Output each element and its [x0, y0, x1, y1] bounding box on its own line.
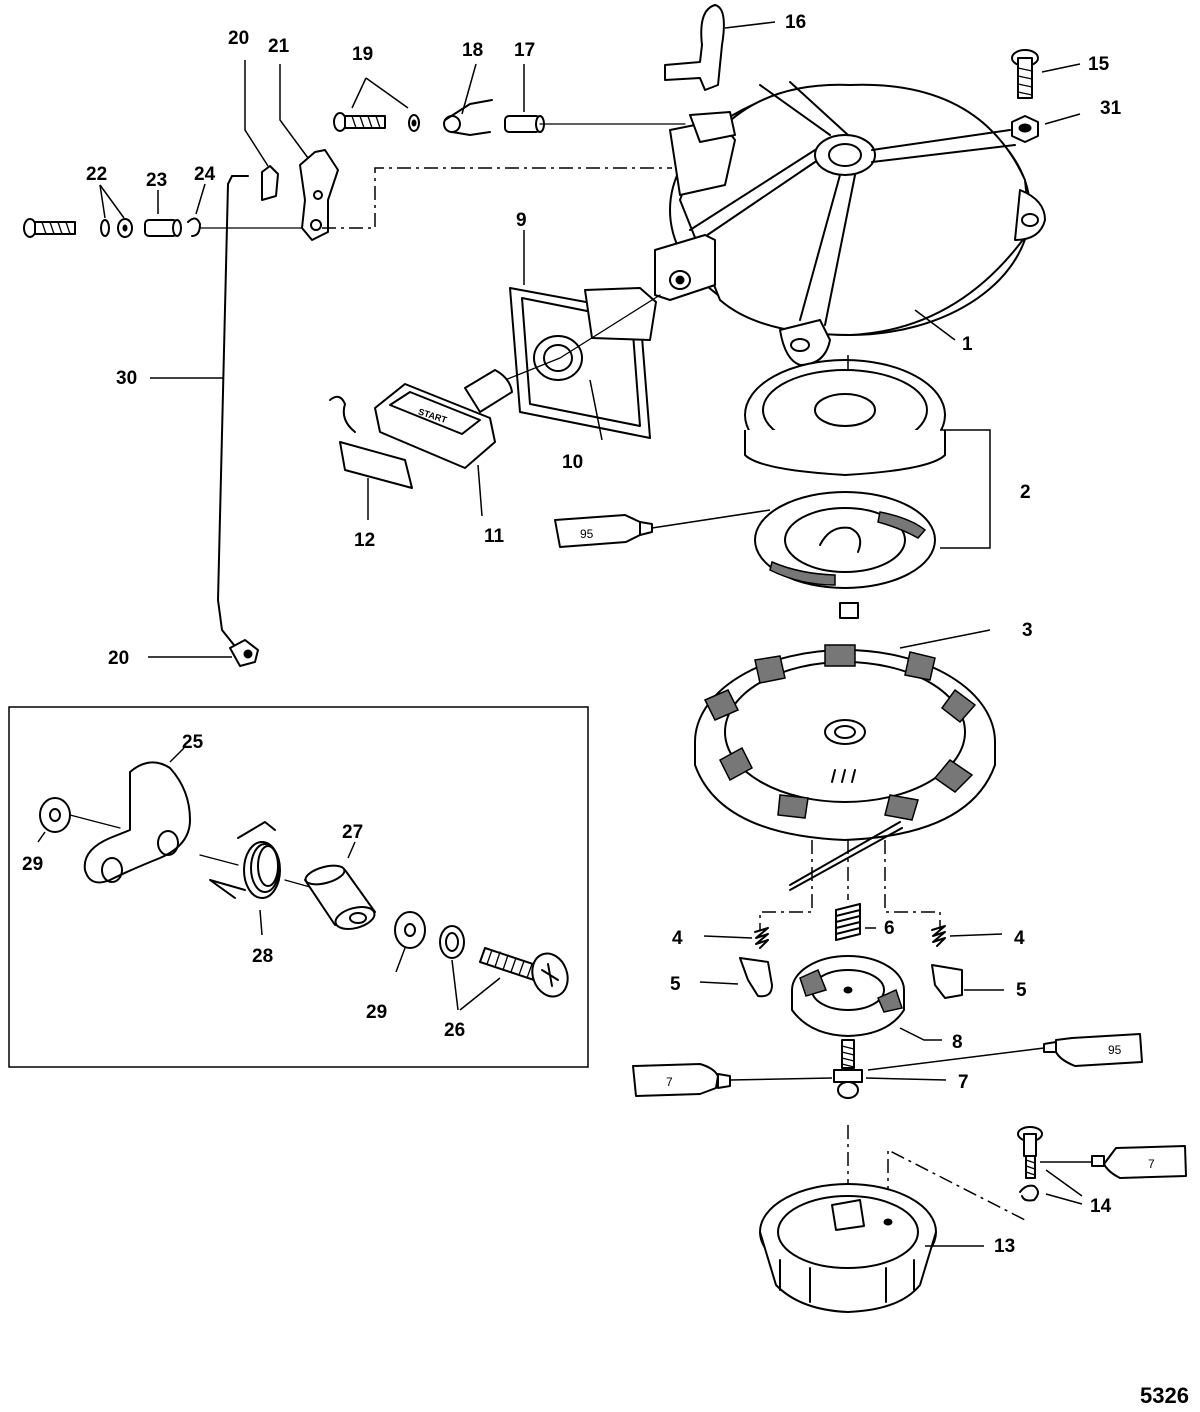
pawl-spring-4-left: 4	[672, 927, 769, 949]
callout-22: 22	[86, 164, 107, 185]
lockwasher-26	[439, 925, 465, 959]
centerline-lever	[322, 167, 672, 229]
tube-label-95-left: 95	[580, 527, 594, 541]
callout-12: 12	[354, 530, 375, 551]
lever-21: 21	[268, 36, 339, 241]
callout-28: 28	[252, 946, 273, 967]
callout-2: 2	[1020, 482, 1031, 503]
callout-15: 15	[1088, 54, 1110, 75]
spring-6: 6	[835, 903, 895, 941]
callout-20-bottom: 20	[108, 648, 129, 669]
callout-19: 19	[352, 44, 373, 65]
callout-5-left: 5	[670, 974, 681, 995]
guide-right-pawl	[884, 840, 941, 930]
rope-line	[504, 294, 661, 381]
callout-14: 14	[1090, 1196, 1112, 1217]
start-handle-11: START 11	[374, 383, 505, 547]
leader-1	[914, 309, 956, 341]
screw-14: 14	[1017, 1126, 1112, 1217]
bushing-27: 27	[304, 822, 376, 930]
callout-11: 11	[484, 526, 505, 547]
guide-left-pawl	[759, 840, 813, 930]
tube-label-7-right: 7	[1148, 1157, 1155, 1171]
clip-24: 24	[187, 164, 216, 237]
callout-27: 27	[342, 822, 363, 843]
callout-29-right: 29	[366, 1002, 387, 1023]
callout-18: 18	[462, 40, 483, 61]
inset-axis-mid	[199, 854, 311, 888]
link-20-top: 20	[228, 28, 279, 201]
rope-pulley-3: 3	[694, 620, 1033, 891]
callout-20-top: 20	[228, 28, 249, 49]
handle-bezel-9: 9	[509, 210, 657, 439]
screw-19: 19	[333, 44, 420, 132]
washer-29-left: 29	[22, 797, 71, 875]
sealant-tube-7-right: 7	[1040, 1145, 1187, 1179]
callout-4-left: 4	[672, 928, 683, 949]
callout-25: 25	[182, 732, 204, 753]
callout-16: 16	[785, 12, 806, 33]
sealant-tube-95-right: 95	[867, 1033, 1143, 1071]
callout-17: 17	[514, 40, 535, 61]
bushing-23: 23	[144, 170, 182, 237]
starter-cup-13: 13	[759, 1183, 1015, 1313]
callout-7: 7	[958, 1072, 969, 1093]
inset-axis-left	[69, 814, 121, 829]
link-20-bottom: 20	[108, 639, 259, 669]
callout-10: 10	[562, 452, 583, 473]
lockout-lever: 16	[664, 4, 806, 143]
pawl-5-left: 5	[670, 957, 773, 998]
callout-21: 21	[268, 36, 290, 57]
rod-30: 30	[116, 175, 249, 646]
callout-24: 24	[194, 164, 216, 185]
callout-30: 30	[116, 368, 137, 389]
pawl-5-right: 5	[931, 964, 1027, 1001]
callout-29-left: 29	[22, 854, 43, 875]
tube-label-95-right: 95	[1108, 1043, 1122, 1057]
figure-number: 5326	[1140, 1383, 1189, 1408]
callout-6: 6	[884, 918, 895, 939]
callout-23: 23	[146, 170, 167, 191]
clip-18: 18	[443, 40, 493, 136]
screw-22: 22	[23, 164, 133, 238]
callout-9: 9	[516, 210, 527, 231]
cam-8: 8	[791, 955, 963, 1053]
callout-4-right: 4	[1014, 928, 1025, 949]
insert-12: 12	[329, 395, 413, 551]
nut-31: 31	[1011, 98, 1122, 143]
callout-5-right: 5	[1016, 980, 1027, 1001]
washer-29-right: 29	[366, 911, 426, 1023]
torsion-spring-28: 28	[209, 821, 281, 967]
callout-31: 31	[1100, 98, 1122, 119]
callout-13: 13	[994, 1236, 1015, 1257]
callout-8: 8	[952, 1032, 963, 1053]
callout-1: 1	[962, 334, 973, 355]
bushing-17: 17	[504, 40, 545, 133]
bolt-15: 15	[1011, 49, 1110, 99]
rewind-spring-assembly-2: 2	[744, 355, 1031, 619]
screw-7: 7	[833, 1039, 969, 1099]
starter-housing	[654, 81, 1046, 366]
tube-label-7-left: 7	[666, 1075, 673, 1089]
inset-lockout-detail: 29 25 28 27	[8, 706, 589, 1068]
rope-10: 10	[464, 369, 603, 473]
callout-3: 3	[1022, 620, 1033, 641]
screw-26: 26	[444, 947, 569, 1041]
sealant-tube-7-left: 7	[632, 1063, 833, 1097]
callout-26: 26	[444, 1020, 465, 1041]
pawl-spring-4-right: 4	[931, 925, 1025, 949]
sealant-tube-95-left: 95	[554, 509, 771, 548]
lockout-lever-25: 25	[83, 732, 204, 884]
